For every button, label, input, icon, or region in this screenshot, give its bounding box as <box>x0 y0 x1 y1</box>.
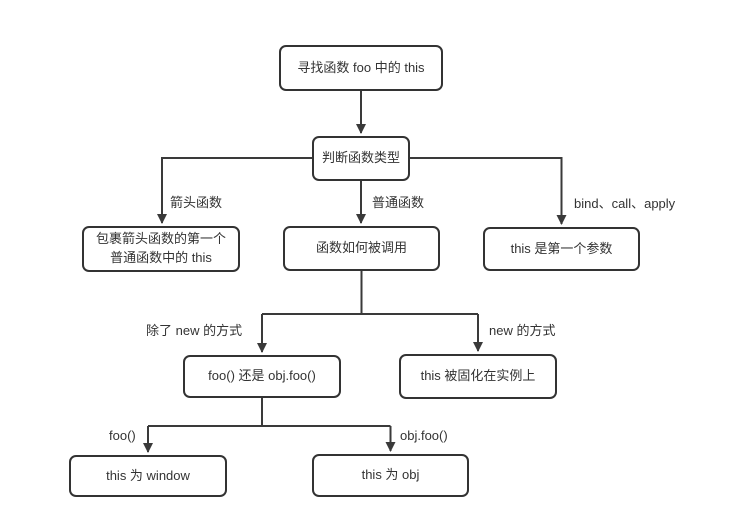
node-how-called-label: 函数如何被调用 <box>315 240 407 256</box>
node-how-called: 函数如何被调用 <box>283 226 440 271</box>
node-bind-result-label: this 是第一个参数 <box>510 240 613 256</box>
edge-label-arrow-fn: 箭头函数 <box>170 195 223 210</box>
node-window-result: this 为 window <box>69 455 227 497</box>
node-arrow-fn-result-line2: 普通函数中的 this <box>110 250 212 265</box>
node-new-result-label: this 被固化在实例上 <box>420 368 536 384</box>
edge-label-with-new: new 的方式 <box>489 323 556 338</box>
edge-label-not-new: 除了 new 的方式 <box>146 323 243 338</box>
node-new-result: this 被固化在实例上 <box>399 354 557 399</box>
node-judge-type: 判断函数类型 <box>312 136 410 181</box>
node-obj-result: this 为 obj <box>312 454 469 497</box>
edge-label-bind-call-apply: bind、call、apply <box>574 196 676 211</box>
node-window-result-label: this 为 window <box>106 467 190 483</box>
edge-judge-arrow-result <box>157 157 312 224</box>
node-foo-or-objfoo: foo() 还是 obj.foo() <box>183 355 341 398</box>
edge-judge-bind-result <box>410 157 567 225</box>
node-foo-or-objfoo-label: foo() 还是 obj.foo() <box>208 368 316 384</box>
node-find-this: 寻找函数 foo 中的 this <box>279 45 443 91</box>
node-judge-type-label: 判断函数类型 <box>321 150 400 166</box>
node-arrow-fn-result-line1: 包裹箭头函数的第一个 <box>95 231 226 247</box>
node-find-this-label: 寻找函数 foo 中的 this <box>297 59 425 75</box>
edge-label-normal-fn: 普通函数 <box>372 195 425 210</box>
node-obj-result-label: this 为 obj <box>361 467 420 483</box>
node-arrow-fn-result: 包裹箭头函数的第一个 普通函数中的 this <box>82 226 240 272</box>
edge-label-method-call: obj.foo() <box>400 428 448 443</box>
node-bind-result: this 是第一个参数 <box>483 227 640 271</box>
edge-label-plain-call: foo() <box>109 428 136 443</box>
